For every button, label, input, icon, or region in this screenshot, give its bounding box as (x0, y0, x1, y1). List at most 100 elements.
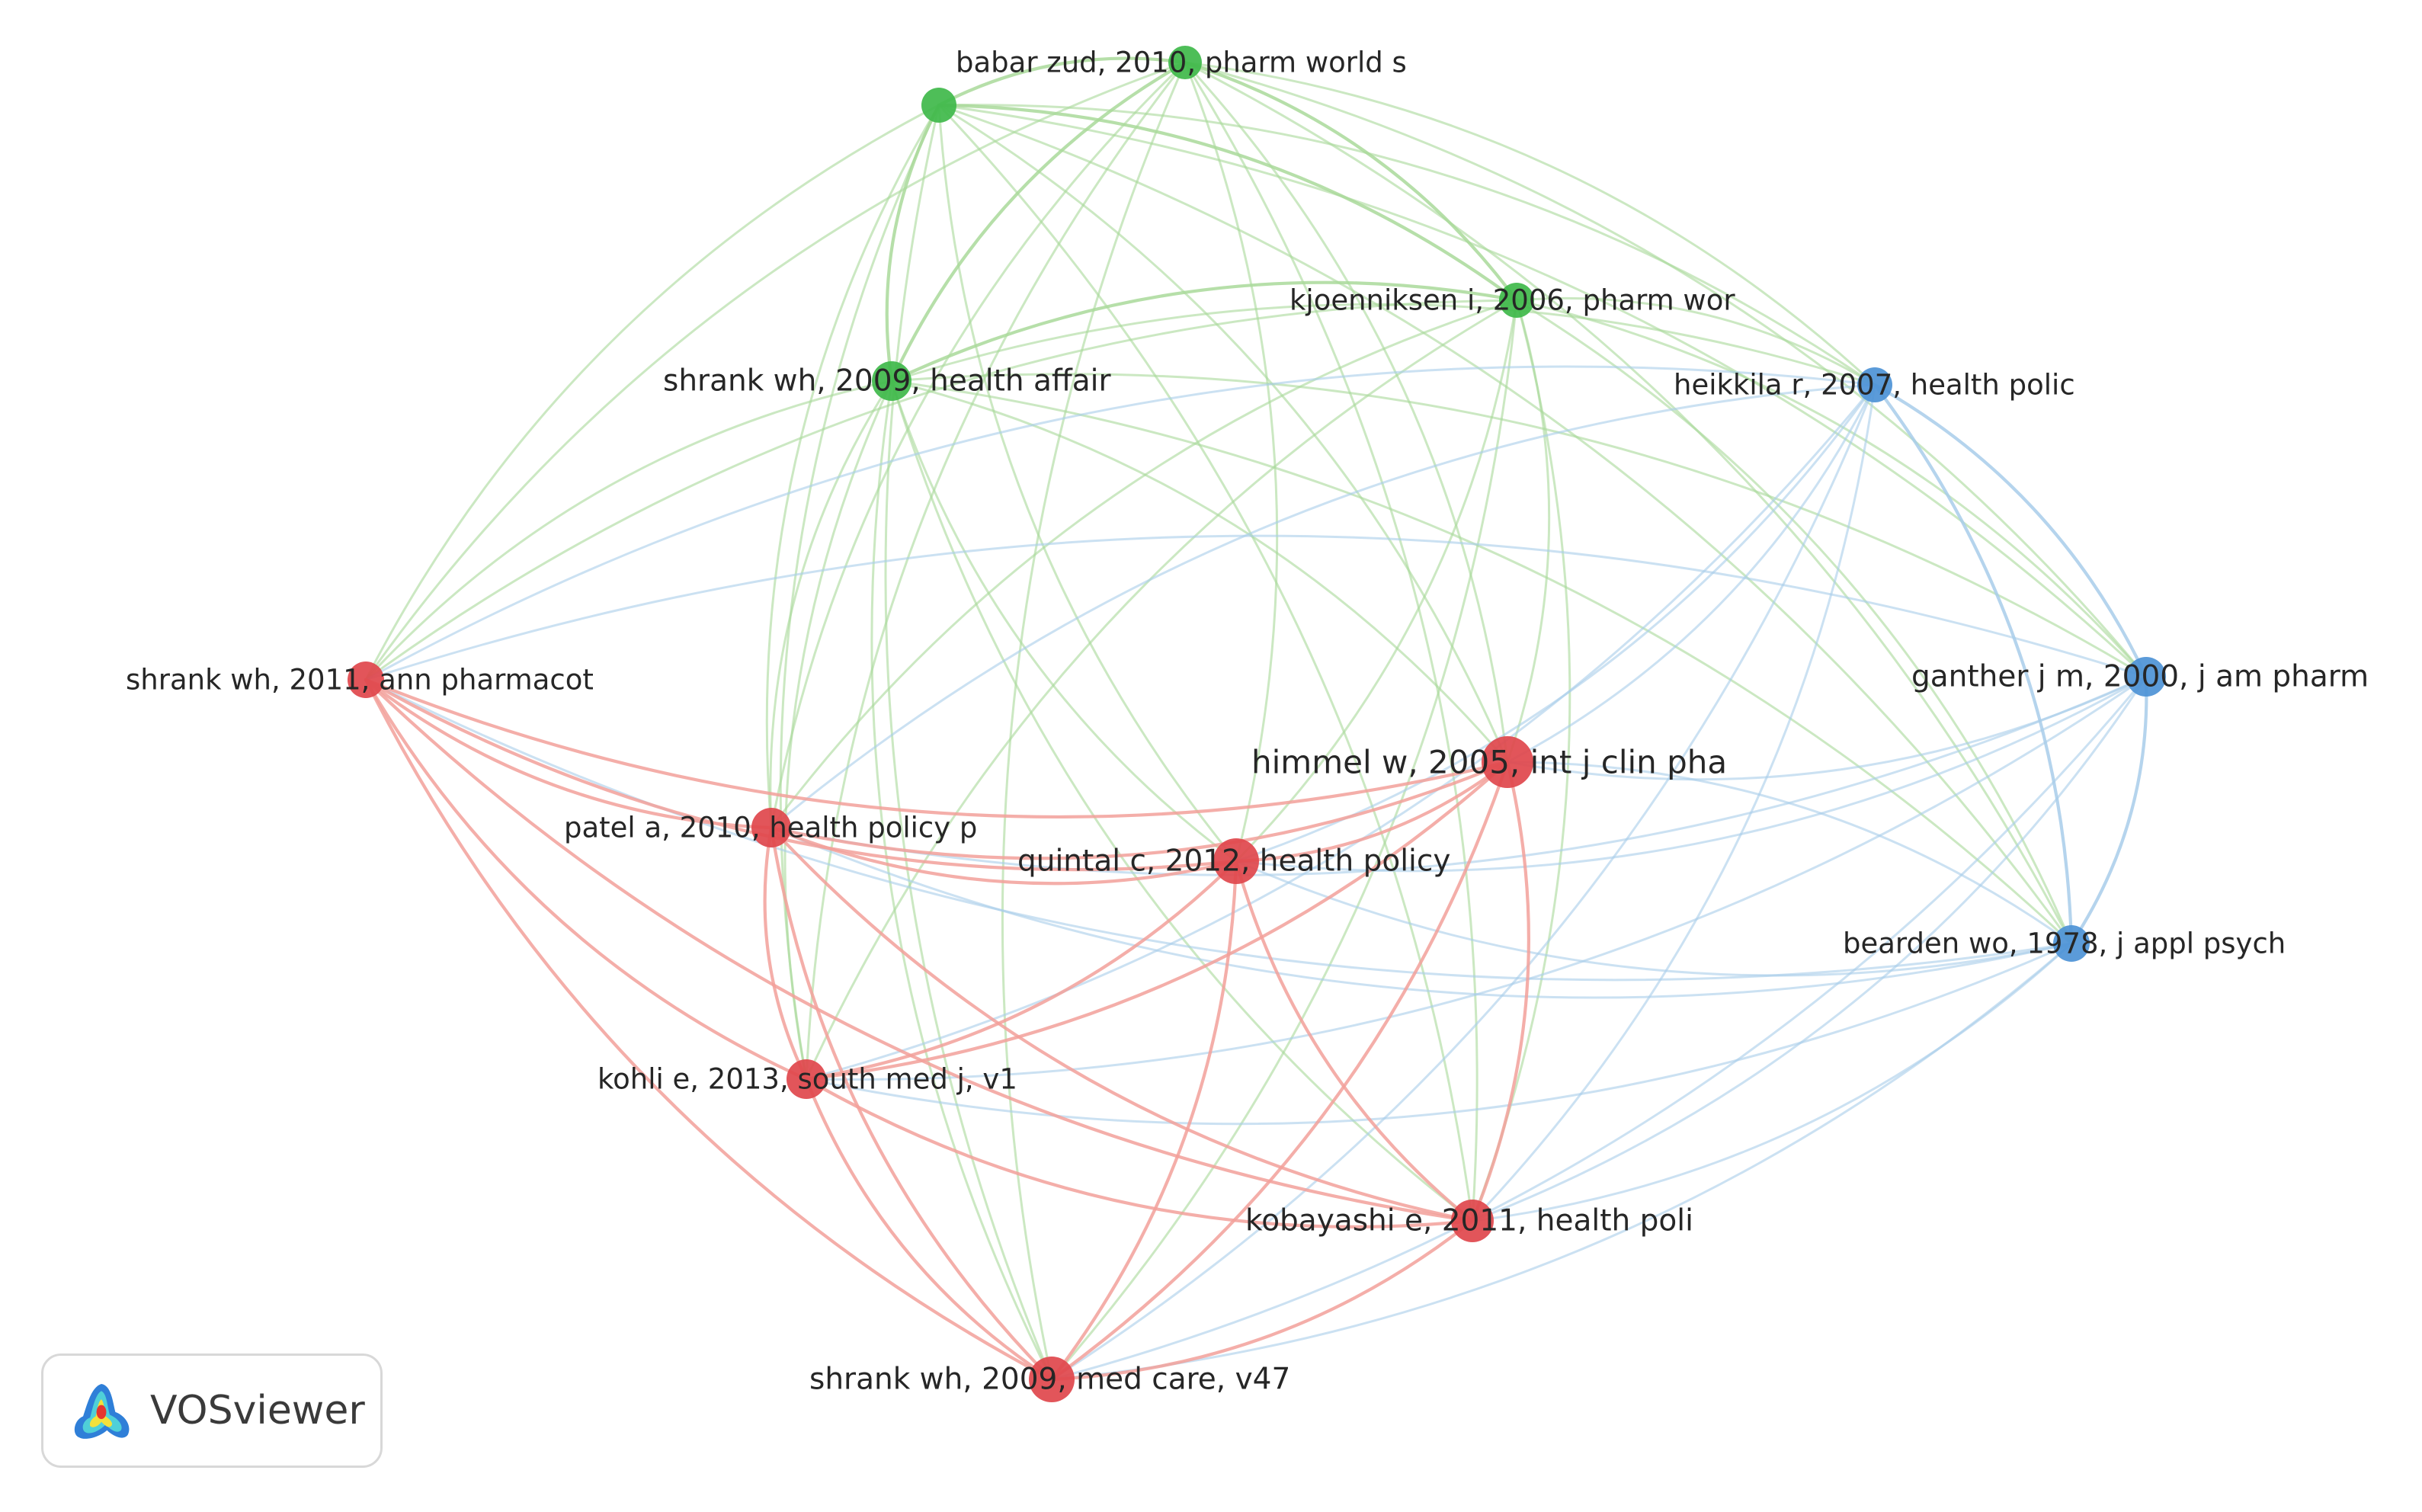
network-link (769, 760, 1510, 860)
node-label-shrank-2009-ha: shrank wh, 2009, health affair (663, 364, 1111, 399)
node-label-kjoenniksen: kjoenniksen i, 2006, pharm wor (1289, 284, 1735, 317)
network-link (1515, 299, 2073, 945)
network-link (1049, 760, 1510, 1382)
network-link (364, 678, 809, 1081)
vosviewer-logo-icon (74, 1384, 130, 1439)
node-label-kohli: kohli e, 2013, south med j, v1 (597, 1063, 1017, 1096)
network-link (1234, 760, 1510, 863)
network-link (1049, 859, 1238, 1382)
network-link (937, 104, 1238, 863)
network-link (937, 104, 1876, 386)
network-link (364, 678, 1475, 1223)
network-link (1050, 383, 1876, 1381)
network-link (1049, 1219, 1475, 1382)
node-kobayashi[interactable] (1451, 1200, 1494, 1242)
network-link (937, 104, 1509, 764)
network-link (805, 299, 1518, 1081)
network-link (804, 1077, 1475, 1228)
network-link (1184, 61, 1876, 386)
network-link (1471, 942, 2073, 1222)
network-link (364, 104, 940, 681)
network-link (364, 678, 2073, 982)
node-shrank-2011[interactable] (348, 662, 384, 698)
network-link (1235, 299, 1518, 863)
network-link (889, 280, 1519, 383)
network-link (1873, 383, 2148, 679)
network-link (805, 942, 2073, 1126)
network-link (890, 380, 1474, 1222)
network-link (770, 61, 1187, 829)
network-link (1184, 61, 1279, 863)
network-link (1471, 675, 2148, 1222)
network-link (1235, 675, 2148, 873)
node-quintal[interactable] (1213, 838, 1259, 884)
network-link (805, 675, 2148, 1081)
network-link (890, 380, 1238, 863)
network-link (804, 760, 1510, 1081)
network-link (1506, 761, 2073, 945)
node-kjoenniksen[interactable] (1499, 283, 1534, 318)
network-link (870, 380, 1053, 1381)
vosviewer-brand-name: VOSviewer (150, 1388, 365, 1434)
network-link (364, 299, 1518, 681)
node-himmel[interactable] (1482, 736, 1533, 788)
node-bearden[interactable] (2053, 925, 2090, 962)
network-edges (364, 56, 2148, 1382)
network-link (1184, 61, 2148, 678)
network-link (884, 104, 1053, 1381)
node-label-babar-zud: babar zud, 2010, pharm world s (956, 46, 1407, 79)
network-link (364, 534, 2148, 681)
network-link (804, 1077, 1054, 1382)
node-label-patel: patel a, 2010, health policy p (564, 812, 977, 844)
network-link (364, 678, 1510, 818)
network-link (1184, 61, 1479, 1222)
node-heikkila[interactable] (1857, 367, 1892, 402)
network-link (763, 825, 809, 1081)
network-link (937, 104, 2148, 678)
node-green-unlabeled[interactable] (921, 88, 956, 123)
network-link (1515, 296, 1876, 386)
node-ganther[interactable] (2126, 657, 2166, 697)
network-link (1471, 383, 1876, 1222)
network-link (770, 299, 1518, 829)
network-link (364, 365, 1876, 681)
node-label-quintal: quintal c, 2012, health policy (1017, 844, 1450, 879)
network-link (770, 826, 2073, 999)
network-link (783, 380, 893, 1081)
network-link (1184, 61, 1509, 764)
node-label-shrank-2009-mc: shrank wh, 2009, med care, v47 (809, 1363, 1290, 1397)
network-link (769, 825, 1054, 1382)
network-link (1235, 860, 2073, 977)
network-link (364, 380, 893, 681)
network-link (1506, 383, 1876, 764)
network-labels: babar zud, 2010, pharm world s kjoennikse… (126, 46, 2369, 1397)
node-label-ganther: ganther j m, 2000, j am pharm (1911, 660, 2369, 694)
node-label-shrank-2011: shrank wh, 2011, ann pharmacot (126, 664, 594, 697)
network-link (890, 380, 2073, 945)
network-link (770, 383, 1876, 829)
network-link (769, 825, 1238, 886)
node-patel[interactable] (751, 808, 791, 847)
network-link (937, 104, 2073, 945)
node-babar-zud[interactable] (1168, 46, 1202, 79)
node-shrank-2009-ha[interactable] (872, 361, 911, 401)
network-link (1050, 942, 2073, 1381)
vosviewer-badge: VOSviewer (41, 1353, 383, 1468)
network-link (937, 56, 1187, 107)
network-link (1050, 675, 2148, 1381)
network-link (889, 60, 1187, 383)
node-kohli[interactable] (787, 1059, 826, 1099)
network-nodes (348, 46, 2166, 1402)
network-link (890, 303, 1876, 386)
network-link (890, 380, 1509, 764)
network-link (1873, 383, 2074, 946)
network-link (1234, 859, 1475, 1223)
node-shrank-2009-mc[interactable] (1029, 1357, 1075, 1402)
network-link (804, 859, 1238, 1081)
network-link (805, 383, 1876, 1081)
network-link (937, 103, 1519, 303)
node-label-himmel: himmel w, 2005, int j clin pha (1251, 744, 1727, 781)
network-link (1001, 61, 1187, 1381)
network-link (890, 373, 2148, 678)
